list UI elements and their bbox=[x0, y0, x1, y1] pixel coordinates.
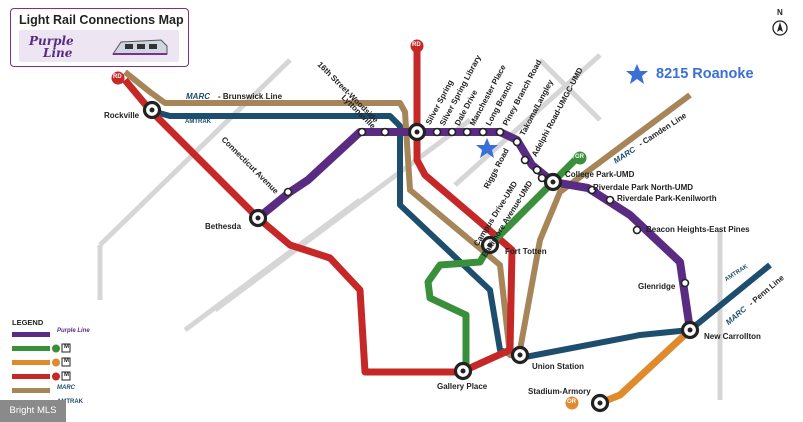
legend-metro-1: M bbox=[64, 344, 69, 350]
location-star-icon bbox=[476, 138, 498, 158]
rd-badge-label-1: RD bbox=[113, 74, 122, 80]
legend-amtrak: AMTRAK bbox=[57, 399, 83, 405]
gr-badge-label: GR bbox=[575, 154, 584, 160]
station-rockville: Rockville bbox=[104, 111, 140, 120]
station-riverdale-north: Riverdale Park North-UMD bbox=[593, 183, 694, 192]
background-roads bbox=[97, 53, 723, 400]
rd-badge-label-2: RD bbox=[412, 42, 421, 48]
credit-badge: Bright MLS bbox=[0, 400, 66, 422]
station-stadium-armory: Stadium-Armory bbox=[528, 387, 591, 396]
station-glenridge: Glenridge bbox=[638, 282, 676, 291]
legend-purple-line: Purple Line bbox=[57, 328, 90, 334]
orange-badge bbox=[565, 396, 579, 410]
green-badge bbox=[573, 151, 587, 165]
station-gallery-place: Gallery Place bbox=[437, 382, 488, 391]
legend-marc: MARC bbox=[57, 385, 75, 391]
marc-camden-line bbox=[517, 92, 692, 351]
station-new-carrollton: New Carrollton bbox=[704, 332, 761, 341]
red-badge-rockville bbox=[111, 71, 125, 85]
roanoke-star-icon bbox=[626, 64, 648, 84]
legend: LEGEND Purple Line M M M MARC AMTRAK bbox=[12, 318, 122, 412]
amtrak-line bbox=[147, 107, 772, 361]
brand-line1: Purple bbox=[29, 34, 74, 48]
or-badge-label: OR bbox=[567, 399, 576, 405]
amtrak-logo-1: AMTRAK bbox=[185, 119, 211, 125]
brand-line2: Line bbox=[43, 46, 73, 60]
red-badge-silver-spring bbox=[410, 39, 424, 53]
station-fort-totten: Fort Totten bbox=[505, 247, 547, 256]
marc-brunswick-line bbox=[123, 69, 520, 358]
legend-metro-3: M bbox=[64, 372, 69, 378]
brunswick-line-label: - Brunswick Line bbox=[218, 92, 283, 101]
marc-logo-brunswick: MARC bbox=[186, 92, 210, 101]
purple-line-logo: Purple Line bbox=[29, 35, 74, 59]
train-icon bbox=[112, 39, 168, 55]
legend-title: LEGEND bbox=[12, 318, 44, 327]
station-stops-minor bbox=[283, 127, 690, 288]
legend-metro-2: M bbox=[64, 358, 69, 364]
station-beacon-heights: Beacon Heights-East Pines bbox=[646, 225, 750, 234]
north-arrow-icon bbox=[772, 20, 788, 36]
roanoke-marker-label: 8215 Roanoke bbox=[656, 66, 754, 82]
map-title: Light Rail Connections Map bbox=[19, 13, 184, 27]
station-stops-inner bbox=[149, 107, 693, 406]
station-college-park: College Park-UMD bbox=[565, 170, 635, 179]
station-bethesda: Bethesda bbox=[205, 222, 242, 231]
title-panel: Light Rail Connections Map Purple Line bbox=[10, 8, 189, 67]
station-riverdale-kenilworth: Riverdale Park-Kenilworth bbox=[617, 194, 717, 203]
compass-label: N bbox=[777, 8, 783, 17]
station-stops-major bbox=[142, 100, 700, 413]
station-union-station: Union Station bbox=[532, 362, 584, 371]
